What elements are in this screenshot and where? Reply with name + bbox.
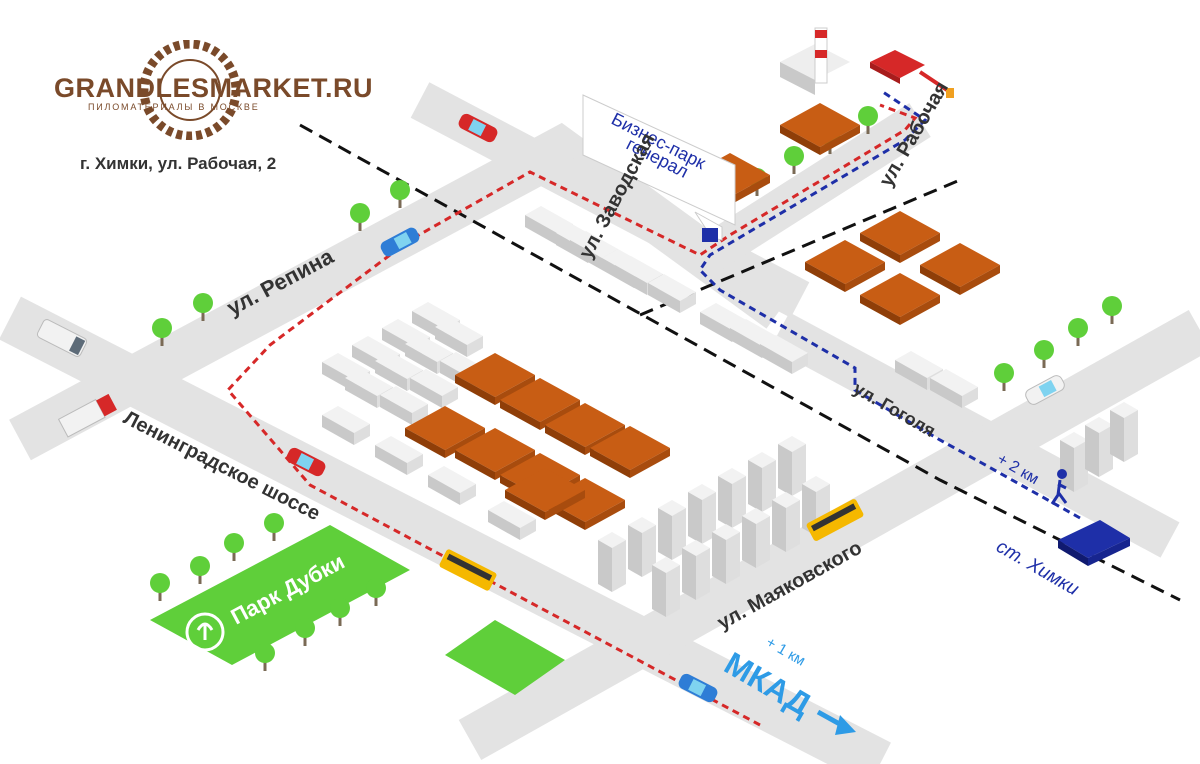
address: г. Химки, ул. Рабочая, 2 bbox=[80, 154, 277, 173]
road-mayakovskogo bbox=[458, 309, 1200, 761]
station-khimki-marker bbox=[1058, 520, 1130, 566]
van-white bbox=[36, 319, 88, 357]
factory bbox=[780, 27, 954, 98]
car-white bbox=[1025, 375, 1065, 405]
route-car bbox=[225, 103, 918, 727]
car-blue bbox=[380, 227, 420, 257]
bus-yellow-right bbox=[806, 499, 864, 541]
pedestrian-icon bbox=[1050, 469, 1068, 505]
route-walk bbox=[698, 88, 1081, 520]
road-rabochaya bbox=[689, 103, 931, 277]
car-red-middle bbox=[286, 447, 326, 477]
logo-tagline: ПИЛОМАТЕРИАЛЫ В МОСКВЕ bbox=[88, 102, 260, 112]
park-icon bbox=[185, 612, 225, 652]
arrow-right-icon bbox=[816, 709, 856, 735]
car-red-top bbox=[458, 113, 498, 143]
vehicles bbox=[36, 113, 1065, 703]
truck-red bbox=[57, 393, 117, 438]
car-blue-bottom bbox=[678, 673, 718, 703]
saw-blade-icon bbox=[139, 40, 241, 140]
park-dubki-area bbox=[150, 525, 565, 695]
logo-name: GRANDLESMARKET.RU bbox=[54, 73, 373, 103]
logo: GRANDLESMARKET.RU ПИЛОМАТЕРИАЛЫ В МОСКВЕ bbox=[50, 40, 373, 140]
bus-yellow bbox=[439, 549, 497, 591]
